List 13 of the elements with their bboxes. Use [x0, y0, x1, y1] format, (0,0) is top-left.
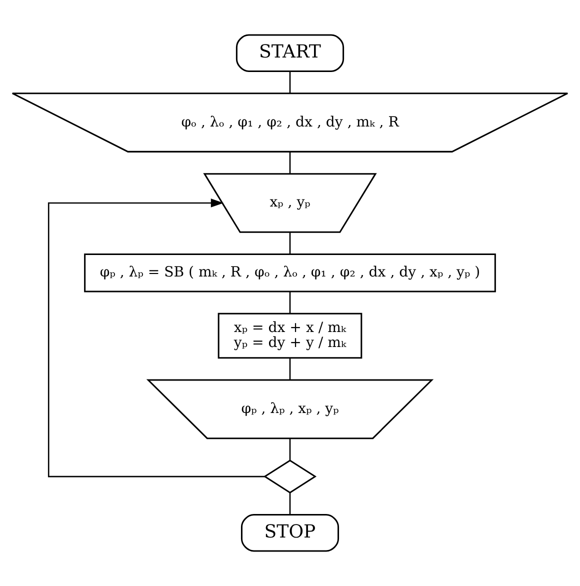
- connector: [289, 292, 291, 314]
- node-box: START: [236, 34, 344, 72]
- connector: [289, 438, 291, 460]
- connector: [289, 358, 291, 380]
- connector: [289, 232, 291, 254]
- node-box: φₚ , λₚ = SB ( mₖ , R , φₒ , λₒ , φ₁ , φ₂ , dx , dy , xₚ , yₚ ): [84, 254, 496, 292]
- arrow: [48, 198, 265, 478]
- connector: [289, 71, 291, 94]
- connector: [289, 152, 291, 174]
- node-box: xₚ = dx + x / mₖ yₚ = dy + y / mₖ: [218, 312, 362, 359]
- node-box: STOP: [240, 514, 340, 552]
- node-diamond: [263, 460, 317, 494]
- connector: [289, 492, 291, 514]
